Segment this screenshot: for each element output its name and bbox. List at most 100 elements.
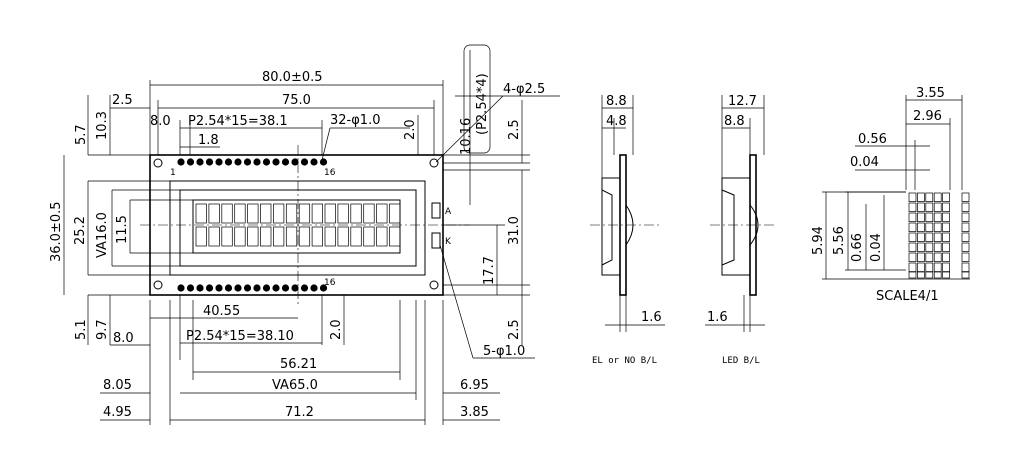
char-cell [337, 226, 349, 247]
side-led-caption: LED B/L [722, 356, 760, 366]
pin [243, 284, 252, 292]
pin [253, 158, 261, 166]
dim-9-7: 9.7 [95, 319, 110, 340]
dot [917, 262, 925, 272]
char-cell [208, 226, 220, 247]
dot [917, 202, 925, 212]
dot [925, 252, 934, 262]
detail-0-04-h: 0.04 [850, 155, 879, 170]
pin [234, 284, 242, 292]
char-cell [350, 226, 362, 247]
active-area [192, 199, 401, 254]
pin [272, 158, 280, 166]
char-cell [285, 226, 298, 247]
pin [205, 158, 214, 166]
char-cell [208, 203, 220, 224]
dot [908, 212, 917, 222]
dim-1-8: 1.8 [198, 133, 219, 148]
char-cell [311, 203, 323, 224]
dot [942, 192, 950, 202]
side-led-width-2: 8.8 [724, 114, 745, 129]
dot [908, 192, 917, 202]
dot-side [961, 232, 970, 242]
detail-3-55: 3.55 [916, 86, 945, 101]
char-cell [363, 226, 375, 247]
pin [205, 284, 214, 292]
dot [933, 252, 942, 262]
detail-0-56: 0.56 [858, 132, 887, 147]
dim-6-95: 6.95 [460, 378, 489, 393]
dot [942, 212, 950, 222]
pin [262, 284, 271, 292]
side-view-el: 8.8 4.8 1.6 EL or NO B/L [590, 94, 665, 366]
detail-2-96: 2.96 [913, 109, 942, 124]
cursor-dot [908, 271, 917, 279]
dim-40-55: 40.55 [203, 304, 240, 319]
pin [224, 158, 233, 166]
dim-led-pitch-a: 10.16 [459, 118, 474, 155]
detail-0-66: 0.66 [850, 233, 865, 262]
pin [186, 158, 195, 166]
mount-hole-tl [153, 158, 163, 168]
dot [925, 212, 934, 222]
pin [300, 158, 309, 166]
detail-5-56: 5.56 [832, 226, 847, 255]
dot [933, 212, 942, 222]
dot-side [961, 222, 970, 232]
dim-2-5-left: 2.5 [112, 93, 133, 108]
pin [272, 284, 280, 292]
dot [925, 192, 934, 202]
dim-17-7: 17.7 [482, 256, 497, 285]
pin [243, 158, 252, 166]
dim-25-2: 25.2 [73, 216, 88, 245]
char-cell [260, 203, 272, 224]
char-cell [324, 203, 336, 224]
char-cell [298, 203, 311, 224]
char-cell [389, 203, 401, 224]
anode-contact [431, 202, 441, 219]
char-cell [363, 203, 375, 224]
dot [942, 262, 950, 272]
dot-side [961, 202, 970, 212]
pin [186, 284, 195, 292]
pin [196, 284, 204, 292]
detail-5-94: 5.94 [811, 226, 826, 255]
dot [933, 242, 942, 252]
dim-8-0-bottom: 8.0 [113, 331, 134, 346]
front-view: 1 16 16 A K 80.0±0.5 75.0 2.5 P2.54*15=3… [49, 44, 560, 425]
side-el-bottom: 1.6 [641, 310, 662, 325]
char-cell [273, 203, 285, 224]
pin [300, 284, 309, 292]
cursor-dot [942, 271, 950, 279]
dim-2-5-right-top: 2.5 [507, 119, 522, 140]
dot [917, 252, 925, 262]
pin [319, 158, 328, 166]
pin [177, 284, 185, 292]
detail-0-04-v: 0.04 [869, 233, 884, 262]
pin [310, 284, 318, 292]
dim-4-95: 4.95 [103, 405, 132, 420]
pin-16-bottom-label: 16 [324, 278, 336, 288]
char-cell [311, 226, 323, 247]
char-cell [234, 203, 246, 224]
char-cell [221, 203, 233, 224]
char-cell [350, 203, 362, 224]
dim-pin-pitch-top: P2.54*15=38.1 [188, 114, 288, 129]
pin [196, 158, 204, 166]
dim-5-7: 5.7 [74, 124, 89, 145]
pin [224, 284, 233, 292]
pin-16-top-label: 16 [324, 168, 336, 178]
label-backlight-holes: 5-φ1.0 [483, 344, 525, 359]
cursor-dot [925, 271, 934, 279]
char-cell [195, 203, 207, 224]
char-cell [260, 226, 272, 247]
char-cell [247, 226, 259, 247]
pin [281, 158, 290, 166]
side-view-led: 12.7 8.8 1.6 LED B/L [705, 94, 775, 366]
pin-row-top [177, 158, 328, 166]
dot [925, 262, 934, 272]
dot [908, 262, 917, 272]
mount-hole-tr [429, 158, 439, 168]
dim-8-0-top: 8.0 [150, 114, 171, 129]
char-cell [221, 226, 233, 247]
